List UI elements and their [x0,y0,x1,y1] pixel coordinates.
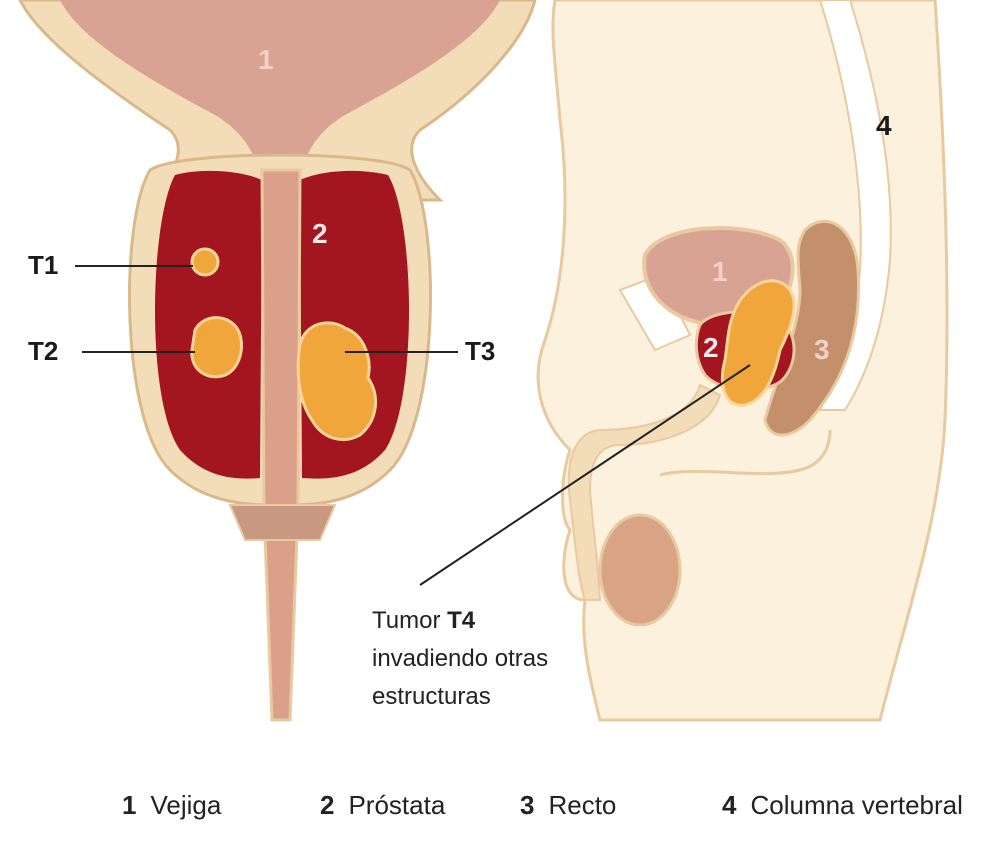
legend-label: Vejiga [150,790,221,820]
t4-caption-stage: T4 [447,607,475,634]
legend-number: 3 [520,790,534,820]
urethra [262,170,300,720]
label-t1: T1 [28,250,58,281]
side-number-prostate: 2 [703,332,719,364]
legend-item-bladder: 1 Vejiga [122,790,221,821]
t4-caption-line3: estructuras [372,678,548,716]
legend-item-rectum: 3 Recto [520,790,616,821]
front-number-bladder: 1 [258,44,274,76]
legend-item-prostate: 2 Próstata [320,790,445,821]
legend-number: 2 [320,790,334,820]
legend-label: Recto [548,790,616,820]
side-number-spine: 4 [876,110,892,142]
side-number-rectum: 3 [814,334,830,366]
tumor-t2 [192,318,242,377]
side-number-bladder: 1 [712,256,728,288]
t4-caption-line1: Tumor T4 [372,602,548,640]
label-t3: T3 [465,336,495,367]
legend-label: Próstata [348,790,445,820]
front-number-prostate: 2 [312,218,328,250]
legend-item-spine: 4 Columna vertebral [722,790,963,821]
legend-label: Columna vertebral [750,790,962,820]
testis [600,515,680,625]
label-t2: T2 [28,336,58,367]
t4-caption: Tumor T4 invadiendo otras estructuras [372,602,548,716]
legend-number: 1 [122,790,136,820]
legend-number: 4 [722,790,736,820]
tumor-t1 [192,249,218,275]
t4-caption-line2: invadiendo otras [372,640,548,678]
urethral-sphincter [230,505,335,540]
t4-caption-prefix: Tumor [372,607,440,634]
